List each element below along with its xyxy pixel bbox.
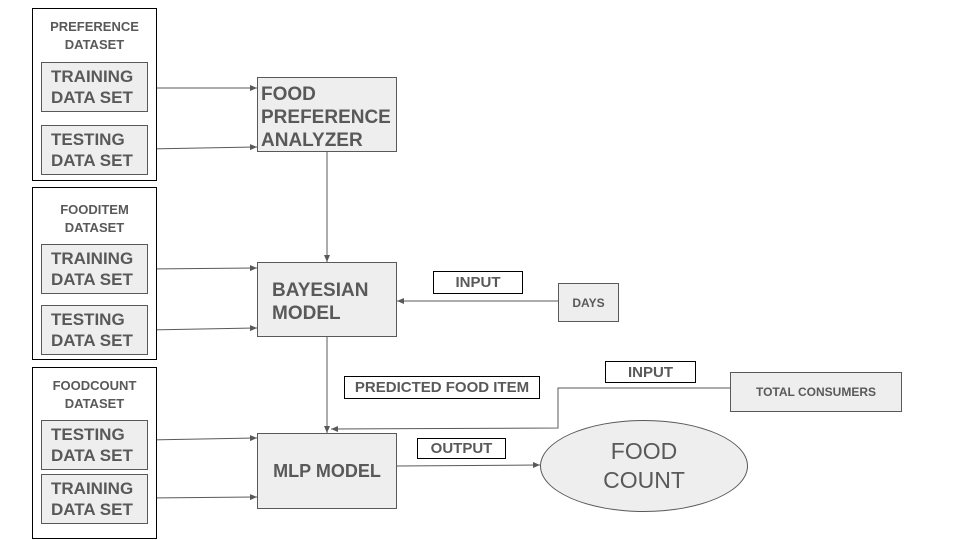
mlp-model: MLP MODEL [257, 433, 397, 509]
food-count-output: FOOD COUNT [540, 420, 748, 512]
arrow-mlp-to-food-count [396, 462, 541, 469]
total-consumers-input-node: TOTAL CONSUMERS [730, 372, 902, 412]
arrow-count-testing-to-mlp [146, 435, 258, 442]
arrow-consumers-to-mlp [330, 387, 730, 432]
bayesian-model: BAYESIAN MODEL [257, 262, 397, 337]
food-preference-analyzer: FOOD PREFERENCE ANALYZER [257, 77, 397, 152]
arrow-item-testing-to-bayesian [146, 325, 258, 332]
input-label-consumers: INPUT [605, 361, 696, 383]
days-input-node: DAYS [558, 283, 619, 322]
arrow-item-training-to-bayesian [146, 265, 258, 272]
arrow-pref-testing-to-analyzer [146, 144, 258, 151]
output-label: OUTPUT [417, 438, 506, 459]
arrow-count-training-to-mlp [146, 494, 258, 501]
input-label-days: INPUT [433, 271, 523, 294]
predicted-food-item-label: PREDICTED FOOD ITEM [344, 376, 540, 399]
